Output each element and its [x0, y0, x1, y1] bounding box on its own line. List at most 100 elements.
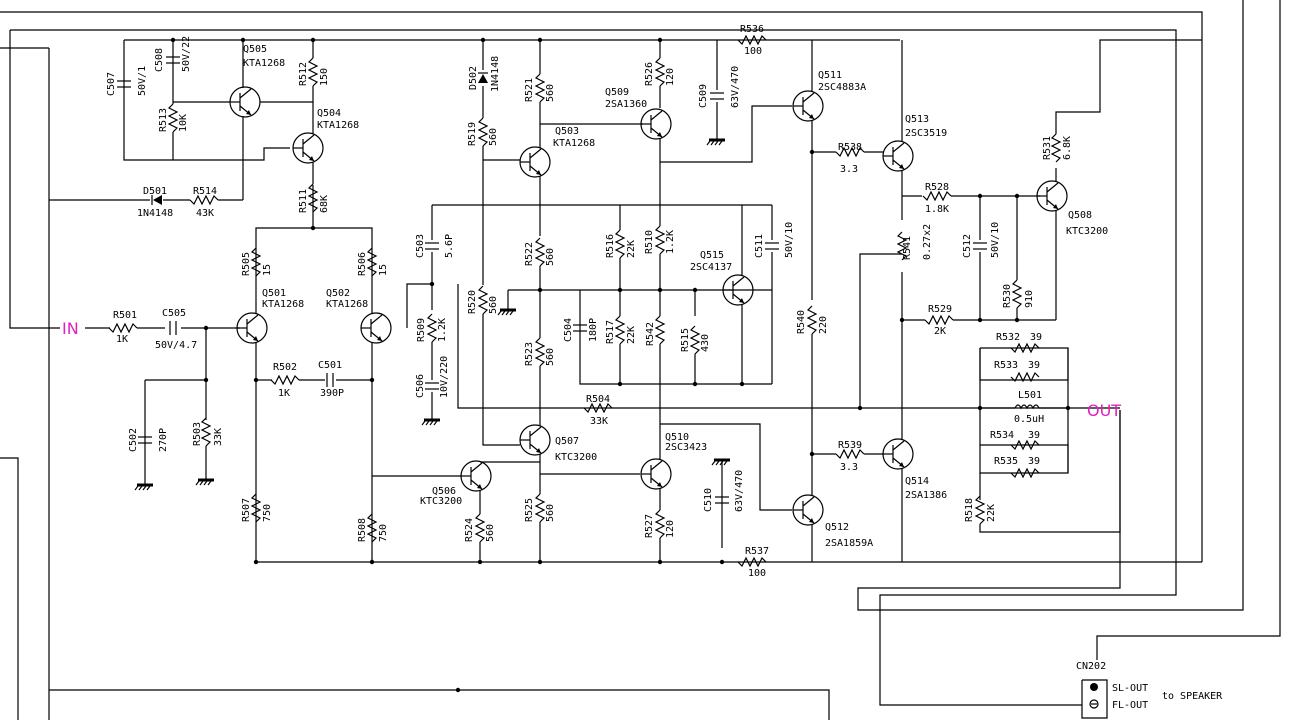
label-r537: R537	[745, 546, 769, 557]
label-r541: R541	[902, 236, 913, 260]
capacitor-c501	[326, 373, 334, 387]
label-c510: C510	[703, 488, 714, 512]
resistor-r501	[108, 322, 138, 334]
wire	[1055, 39, 1202, 134]
resistor-r533	[1010, 371, 1040, 383]
junction-dot	[480, 37, 486, 43]
label-c509: C509	[698, 84, 709, 108]
wire	[457, 284, 1120, 409]
label-q509: Q509	[605, 87, 629, 98]
value-r524: 560	[485, 524, 496, 542]
label-r515: R515	[680, 328, 691, 352]
capacitor-c507	[117, 80, 131, 88]
label-c512: C512	[962, 234, 973, 258]
speaker-note: to SPEAKER	[1162, 691, 1223, 702]
resistor-r542	[654, 315, 666, 345]
label-c502: C502	[128, 428, 139, 452]
transistor-q505	[229, 86, 261, 118]
label-q501: Q501	[262, 288, 286, 299]
wire	[482, 314, 520, 446]
label-c505: C505	[162, 308, 186, 319]
inductor-l501	[1014, 404, 1040, 410]
transistor-q510	[640, 458, 672, 490]
junction-dot	[977, 317, 983, 323]
label-q515: Q515	[700, 250, 724, 261]
resistor-r517	[614, 315, 626, 345]
value-r505: 15	[262, 264, 273, 276]
capacitor-c502	[138, 436, 152, 444]
wire	[255, 342, 1202, 563]
label-r525: R525	[524, 498, 535, 522]
label-c504: C504	[563, 318, 574, 342]
value-q511: 2SC4883A	[818, 82, 866, 93]
value-r538: 3.3	[840, 164, 858, 175]
label-q511: Q511	[818, 70, 842, 81]
value-r533: 39	[1028, 360, 1040, 371]
value-r516: 22K	[626, 240, 637, 258]
label-r513: R513	[158, 108, 169, 132]
value-r508: 750	[378, 524, 389, 542]
resistor-r511	[307, 183, 319, 213]
junction-dot	[899, 317, 905, 323]
junction-dot	[369, 559, 375, 565]
label-r517: R517	[605, 320, 616, 344]
ground-symbol	[421, 418, 440, 426]
capacitor-c509	[710, 92, 724, 100]
value-c511: 50V/10	[784, 222, 795, 258]
junction-dot	[719, 559, 725, 565]
value-r518: 22K	[986, 504, 997, 522]
junction-dot	[657, 287, 663, 293]
value-q510: 2SC3423	[665, 442, 707, 453]
value-q507: KTC3200	[555, 452, 597, 463]
value-r514: 43K	[196, 208, 214, 219]
label-r524: R524	[464, 518, 475, 542]
value-r522: 560	[545, 248, 556, 266]
value-r539: 3.3	[840, 462, 858, 473]
value-r540: 220	[818, 316, 829, 334]
value-q506: KTC3200	[420, 496, 462, 507]
junction-dot	[657, 559, 663, 565]
resistor-r526	[654, 57, 666, 87]
value-c508: 50V/22	[181, 36, 192, 72]
ground-symbol	[711, 458, 730, 466]
capacitor-c504	[573, 324, 587, 332]
ground-symbol	[195, 478, 214, 486]
wire	[123, 40, 290, 161]
value-q514: 2SA1386	[905, 490, 947, 501]
resistor-r520	[477, 285, 489, 315]
label-d501: D501	[143, 186, 167, 197]
value-r530: 910	[1024, 290, 1035, 308]
label-r506: R506	[357, 252, 368, 276]
resistor-r541	[896, 231, 908, 261]
value-r526: 120	[665, 68, 676, 86]
resistor-r534	[1010, 439, 1040, 451]
value-r502: 1K	[278, 388, 290, 399]
value-r506: 15	[378, 264, 389, 276]
label-q504: Q504	[317, 108, 341, 119]
capacitor-c505	[169, 321, 177, 335]
value-r501: 1K	[116, 334, 128, 345]
value-r535: 39	[1028, 456, 1040, 467]
value-q509: 2SA1360	[605, 99, 647, 110]
label-q514: Q514	[905, 476, 929, 487]
resistor-r535	[1010, 467, 1040, 479]
label-r522: R522	[524, 242, 535, 266]
resistor-r531	[1050, 133, 1062, 163]
value-r541: 0.27x2	[922, 224, 933, 260]
resistor-r527	[654, 509, 666, 539]
resistor-r529	[924, 314, 954, 326]
junction-dot	[455, 687, 461, 693]
parts	[108, 34, 1099, 709]
resistor-r539	[835, 448, 865, 460]
junction-dot	[692, 287, 698, 293]
label-q503: Q503	[555, 126, 579, 137]
resistor-r518	[974, 495, 986, 525]
value-r517: 22K	[626, 326, 637, 344]
capacitor-c510	[715, 496, 729, 504]
label-r535: R535	[994, 456, 1018, 467]
value-q503: KTA1268	[553, 138, 595, 149]
label-r511: R511	[298, 189, 309, 213]
value-r511: 68K	[319, 195, 330, 213]
resistor-r502	[270, 374, 300, 386]
value-q515: 2SC4137	[690, 262, 732, 273]
